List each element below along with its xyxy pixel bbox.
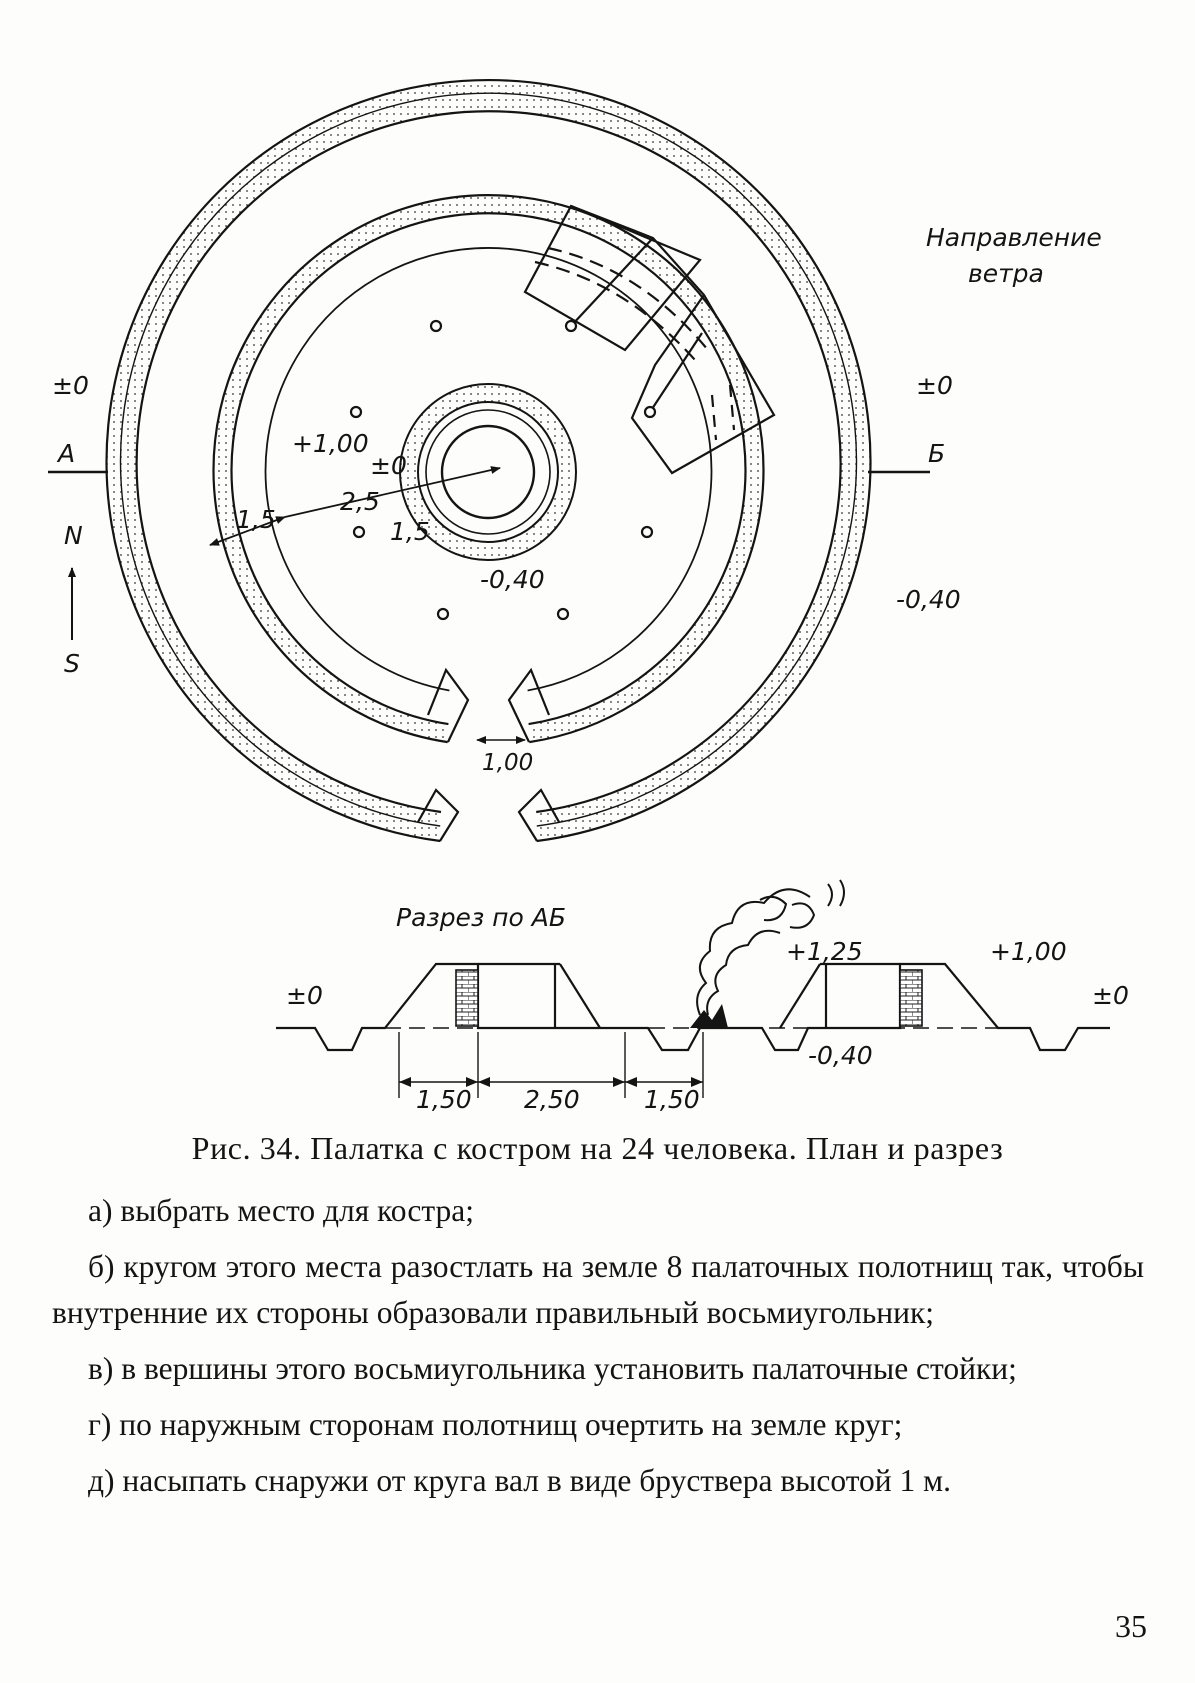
section-right-zero: ±0 bbox=[1092, 981, 1129, 1010]
inner-ring-3 bbox=[264, 247, 713, 692]
outer-ring-1 bbox=[105, 78, 872, 843]
plan-view bbox=[48, 78, 930, 843]
pit-elevation: -0,40 bbox=[480, 565, 545, 594]
outer-ring-3 bbox=[135, 110, 842, 814]
list-item: г) по наружным сторонам полотнищ очертит… bbox=[88, 1407, 903, 1442]
fire-pit-ring-2 bbox=[425, 409, 551, 535]
inner-zero-elevation: ±0 bbox=[370, 451, 407, 480]
list-item: в) в вершины этого восьмиугольника устан… bbox=[88, 1351, 1017, 1386]
tent-pole bbox=[429, 319, 443, 333]
tent-pole bbox=[436, 607, 450, 621]
right-bank-revetment bbox=[899, 969, 923, 1027]
right-tent-guy bbox=[779, 963, 821, 1029]
fire-pit-inner bbox=[440, 424, 536, 520]
tent-pole bbox=[564, 319, 578, 333]
figure-caption: Рис. 34. Палатка с костром на 24 человек… bbox=[191, 1130, 1004, 1166]
left-tent-guy bbox=[559, 963, 601, 1029]
dim-ring-width-line bbox=[209, 516, 286, 546]
tent-plan-and-section-figure: Направление ветра ±0 ±0 А Б +1,00 ±0 -0,… bbox=[48, 78, 1129, 1114]
section-marker-a: А bbox=[56, 439, 75, 468]
section-dim-1: 1,50 bbox=[416, 1085, 472, 1114]
section-fire-height: +1,25 bbox=[786, 937, 863, 966]
outer-ring-2 bbox=[119, 92, 858, 827]
left-bank-revetment bbox=[455, 969, 479, 1027]
right-zero-elevation: ±0 bbox=[916, 371, 953, 400]
tent-pole bbox=[643, 405, 657, 419]
entrance-width-dimension: 1,00 bbox=[482, 750, 533, 776]
inner-ring-2 bbox=[230, 212, 747, 726]
plus-one-elevation: +1,00 bbox=[292, 429, 369, 458]
section-view bbox=[276, 879, 1110, 1098]
list-item: б) кругом этого места разостлать на земл… bbox=[52, 1249, 1144, 1330]
section-dim-3: 1,50 bbox=[644, 1085, 700, 1114]
fire-ring-dimension: 1,5 bbox=[390, 517, 430, 546]
section-floor-level: -0,40 bbox=[808, 1041, 873, 1070]
outer-right-elevation: -0,40 bbox=[896, 585, 961, 614]
wind-direction-label-line2: ветра bbox=[968, 259, 1044, 288]
tent-pole bbox=[556, 607, 570, 621]
tent-sheets bbox=[523, 204, 776, 475]
tent-pole bbox=[352, 525, 366, 539]
left-outer-wall-end bbox=[417, 788, 460, 842]
ring-width-dimension: 1,5 bbox=[236, 505, 276, 534]
section-dim-2: 2,50 bbox=[524, 1085, 580, 1114]
right-inner-wall-end bbox=[507, 667, 551, 743]
ground-profile bbox=[276, 962, 1110, 1052]
section-marker-b: Б bbox=[928, 439, 945, 468]
compass-north: N bbox=[64, 521, 83, 550]
left-inner-wall-end bbox=[426, 667, 470, 743]
list-item: а) выбрать место для костра; bbox=[88, 1193, 474, 1228]
inner-radius-dimension: 2,5 bbox=[340, 487, 380, 516]
section-left-zero: ±0 bbox=[286, 981, 323, 1010]
section-title: Разрез по АБ bbox=[396, 903, 566, 932]
inner-ring-1 bbox=[212, 194, 765, 744]
instruction-list: а) выбрать место для костра; б) кругом э… bbox=[52, 1188, 1144, 1514]
page-number: 35 bbox=[1115, 1608, 1147, 1644]
section-bank-height: +1,00 bbox=[990, 937, 1067, 966]
compass-south: S bbox=[64, 649, 80, 678]
dim-radius-line bbox=[284, 466, 501, 518]
fire-smoke-icon bbox=[690, 879, 845, 1028]
left-zero-elevation: ±0 bbox=[52, 371, 89, 400]
list-item: д) насыпать снаружи от круга вал в виде … bbox=[88, 1463, 951, 1498]
wind-direction-label-line1: Направление bbox=[926, 223, 1102, 252]
fire-pit-ring bbox=[417, 401, 559, 543]
right-outer-wall-end bbox=[517, 788, 560, 842]
tent-pole bbox=[349, 405, 363, 419]
tent-pole bbox=[640, 525, 654, 539]
